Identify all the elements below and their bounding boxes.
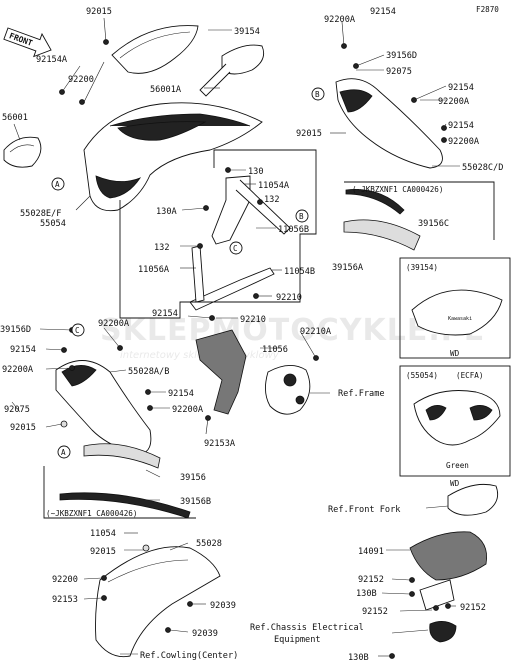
label-39156d-right: 39156D: [386, 51, 417, 61]
label-ref-frame: Ref.Frame: [338, 389, 385, 399]
label-11056a: 11056A: [138, 265, 170, 275]
label-92154-left: 92154: [10, 345, 36, 355]
left-inner-cowl: [55, 360, 152, 455]
label-ref-cowling: Ref.Cowling(Center): [140, 651, 238, 661]
label-92200a-r1: 92200A: [438, 97, 470, 107]
leader-lines: [11, 17, 460, 657]
inset-windshield-decal: Kawasaki: [448, 316, 472, 322]
label-92200a-center: 92200A: [172, 405, 204, 415]
label-56001: 56001: [2, 113, 28, 123]
label-11056b: 11056B: [278, 225, 309, 235]
label-92015-bottom: 92015: [90, 547, 116, 557]
trim-strips: [59, 189, 421, 519]
label-92154-center: 92154: [168, 389, 194, 399]
right-side-cowl: [335, 78, 443, 169]
label-92039-b: 92039: [192, 629, 218, 639]
windshield: [111, 25, 199, 74]
callout-c-left: C: [75, 326, 80, 335]
label-92210-b: 92210: [240, 315, 266, 325]
label-130a: 130A: [156, 207, 178, 217]
part-labels: 92015 39154 92200A 92154 92154A 92200 56…: [0, 7, 503, 663]
label-55028ef: 55028E/F: [20, 209, 61, 219]
label-92152-b: 92152: [362, 607, 388, 617]
label-92153-bottom: 92153: [52, 595, 78, 605]
lower-inner-cover: [95, 546, 221, 658]
label-92015-left: 92015: [10, 423, 36, 433]
label-39156b: 39156B: [180, 497, 211, 507]
label-39156c: 39156C: [418, 219, 449, 229]
label-92154-top: 92154: [370, 7, 396, 17]
label-92039-a: 92039: [210, 601, 236, 611]
upper-cowl: [83, 102, 263, 212]
label-55028: 55028: [196, 539, 222, 549]
label-14091: 14091: [358, 547, 384, 557]
label-11054b: 11054B: [284, 267, 315, 277]
inset-windshield: (39154) Kawasaki WD: [399, 257, 511, 359]
label-92015-right: 92015: [296, 129, 322, 139]
steering-stem: [409, 483, 499, 643]
label-130: 130: [248, 167, 264, 177]
inset-cowl-model: (ECFA): [456, 371, 483, 380]
label-39156: 39156: [180, 473, 206, 483]
inset-cowl-code: (55054): [406, 371, 438, 380]
label-92154-mid: 92154: [152, 309, 178, 319]
group-frame: [119, 149, 317, 319]
serial-upper-text: (~JKBZXNF1 CA000426): [352, 185, 443, 194]
callout-c-mid: C: [233, 244, 238, 253]
label-55054: 55054: [40, 219, 66, 229]
meter-stay: [195, 329, 311, 415]
label-92154-r2: 92154: [448, 121, 474, 131]
label-92200a-l2: 92200A: [2, 365, 34, 375]
label-92200a-l1: 92200A: [98, 319, 130, 329]
inset-windshield-code: (39154): [406, 263, 438, 272]
label-39156d-left: 39156D: [0, 325, 31, 335]
serial-box-lower: (~JKBZXNF1 CA000426): [43, 466, 196, 519]
callout-b-upper: B: [315, 90, 320, 99]
label-132-top: 132: [264, 195, 280, 205]
callout-b-mid: B: [299, 212, 304, 221]
mirror: [199, 44, 265, 97]
label-92154-r1: 92154: [448, 83, 474, 93]
inset-windshield-tag: WD: [450, 349, 460, 358]
label-11054: 11054: [90, 529, 116, 539]
label-92152-a: 92152: [358, 575, 384, 585]
label-92200a-top: 92200A: [324, 15, 356, 25]
serial-lower-text: (~JKBZXNF1 CA000426): [46, 509, 137, 518]
figure-ref-code: F2870: [476, 5, 499, 14]
label-92210: 92210: [276, 293, 302, 303]
label-ref-front-fork: Ref.Front Fork: [328, 505, 401, 515]
label-92015: 92015: [86, 7, 112, 17]
side-lamp: [3, 136, 42, 168]
inset-cowl: (55054) (ECFA) Green WD: [399, 365, 511, 488]
serial-box-upper: (~JKBZXNF1 CA000426) 39156C 39156A: [332, 181, 495, 273]
label-55028cd: 55028C/D: [462, 163, 503, 173]
label-92075-left: 92075: [4, 405, 30, 415]
inset-cowl-tag: WD: [450, 479, 460, 488]
label-92200: 92200: [68, 75, 94, 85]
label-ref-chassis-2: Equipment: [274, 635, 321, 645]
label-92153a: 92153A: [204, 439, 236, 449]
inset-cowl-color: Green: [446, 461, 469, 470]
label-55028ab: 55028A/B: [128, 367, 169, 377]
label-92210a: 92210A: [300, 327, 332, 337]
callout-a-upper: A: [55, 180, 60, 189]
label-92154a: 92154A: [36, 55, 68, 65]
label-11056: 11056: [262, 345, 288, 355]
label-92200-bottom: 92200: [52, 575, 78, 585]
label-92152-c: 92152: [460, 603, 486, 613]
label-132-mid: 132: [154, 243, 170, 253]
label-39154: 39154: [234, 27, 260, 37]
label-92200a-r2: 92200A: [448, 137, 480, 147]
label-130b-a: 130B: [356, 589, 377, 599]
label-ref-chassis-1: Ref.Chassis Electrical: [250, 623, 364, 633]
label-39156a: 39156A: [332, 263, 364, 273]
label-56001a: 56001A: [150, 85, 182, 95]
callout-a-lower: A: [61, 448, 66, 457]
label-92075-right: 92075: [386, 67, 412, 77]
label-11054a: 11054A: [258, 181, 290, 191]
label-130b-b: 130B: [348, 653, 369, 663]
callouts: A B B C C A: [51, 87, 325, 459]
